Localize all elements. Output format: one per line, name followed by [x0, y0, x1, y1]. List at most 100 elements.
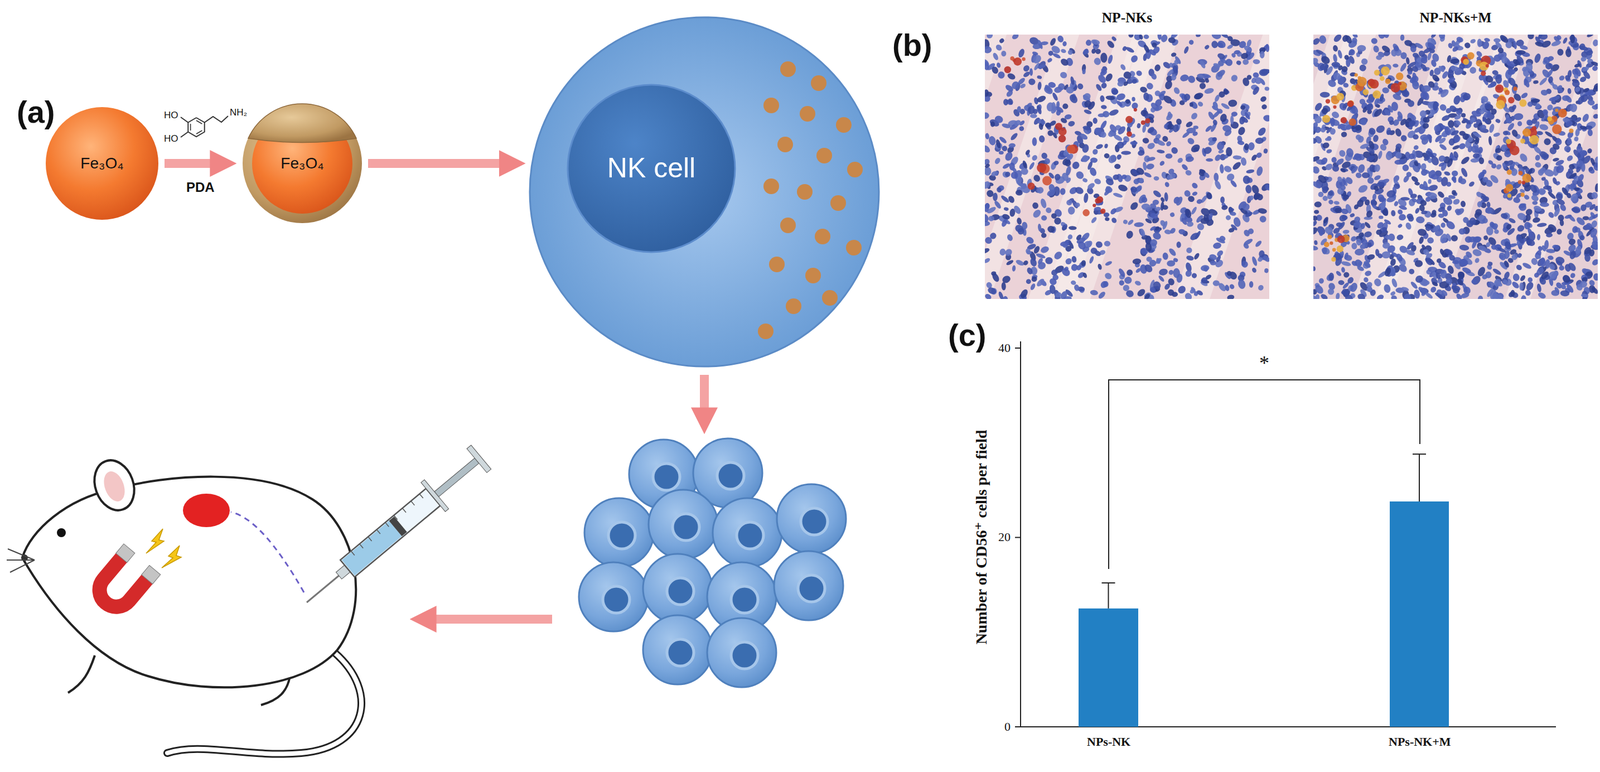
- benzene-ring: [187, 117, 205, 137]
- cell-nucleus-stain: [1090, 157, 1098, 163]
- cell-nucleus-stain: [1408, 268, 1416, 276]
- cell-nucleus-stain: [1051, 131, 1058, 139]
- cell-nucleus-stain: [1120, 150, 1131, 155]
- cell-nucleus-stain: [1189, 142, 1202, 154]
- cell-nucleus-stain: [1236, 139, 1245, 146]
- flow-arrow: [699, 374, 709, 413]
- cell-nucleus-stain: [1024, 148, 1031, 156]
- cell-nucleus-stain: [1394, 142, 1403, 151]
- cell-nucleus-stain: [1255, 137, 1265, 144]
- cell-nucleus-stain: [1134, 279, 1142, 287]
- cell-nucleus-stain: [1125, 229, 1135, 240]
- cell-nucleus: [717, 462, 744, 490]
- cell-nucleus-stain: [1191, 190, 1199, 197]
- cell-nucleus-stain: [1123, 276, 1133, 285]
- cell-nucleus-stain: [1215, 236, 1226, 245]
- cell-nucleus-stain: [1216, 140, 1226, 151]
- cell-nucleus-stain: [984, 112, 990, 119]
- cell-nucleus-stain: [1153, 175, 1159, 181]
- bar-chart: [1014, 341, 1556, 727]
- cell-nucleus-stain: [1552, 243, 1563, 253]
- cell-nucleus-stain: [1558, 265, 1565, 271]
- cell-nucleus-stain: [1452, 150, 1460, 159]
- cell-nucleus-stain: [1232, 216, 1242, 228]
- cell-nucleus-stain: [1188, 287, 1197, 295]
- cell-nucleus-stain: [1539, 34, 1549, 40]
- cell-nucleus-stain: [1139, 195, 1149, 205]
- cell-nucleus-stain: [1131, 97, 1136, 102]
- cell-nucleus-stain: [1457, 271, 1467, 281]
- cell-nucleus-stain: [1513, 112, 1524, 121]
- cell-nucleus-stain: [1207, 212, 1214, 221]
- internalized-nanoparticle: [805, 267, 821, 284]
- cell-nucleus-stain: [1410, 175, 1420, 184]
- significance-bracket: [1108, 379, 1420, 569]
- cell-nucleus-stain: [1075, 263, 1083, 272]
- cell-nucleus-stain: [1149, 225, 1157, 232]
- cell-nucleus-stain: [1175, 195, 1184, 207]
- cd56-stain: [1133, 108, 1138, 112]
- magnet-pole: [115, 543, 135, 563]
- cell-nucleus-stain: [1405, 171, 1413, 178]
- cell-nucleus-stain: [1167, 111, 1172, 119]
- cell-nucleus-stain: [1065, 165, 1072, 177]
- cell-nucleus-stain: [1250, 153, 1258, 162]
- cell-nucleus-stain: [1168, 226, 1177, 235]
- cell-nucleus-stain: [1116, 124, 1128, 136]
- cell-nucleus-stain: [1032, 108, 1039, 115]
- cell-nucleus-stain: [1005, 259, 1014, 267]
- cell-nucleus-stain: [1132, 177, 1140, 186]
- cell-nucleus-stain: [1407, 70, 1413, 75]
- tissue-streak: [1173, 34, 1270, 299]
- cell-nucleus-stain: [1117, 267, 1127, 279]
- cell-nucleus-stain: [990, 121, 995, 128]
- cell-nucleus-stain: [1357, 260, 1364, 267]
- cell-nucleus-stain: [1200, 276, 1209, 285]
- cell-nucleus-stain: [1011, 34, 1020, 41]
- cell-nucleus-stain: [984, 57, 991, 68]
- double-bond: [196, 120, 202, 124]
- cell-nucleus-stain: [1231, 160, 1242, 172]
- iron-oxide-core: [45, 107, 159, 220]
- magnet: [86, 543, 161, 618]
- cell-nucleus-stain: [1192, 252, 1201, 261]
- cd56-stain: [1092, 203, 1096, 207]
- cell-nucleus-stain: [1100, 104, 1108, 110]
- cell-nucleus-stain: [1041, 215, 1048, 221]
- cell-nucleus-stain: [1377, 150, 1384, 160]
- cell-nucleus-stain: [1225, 269, 1233, 277]
- cell-nucleus-stain: [1318, 277, 1325, 284]
- cell-nucleus-stain: [1082, 124, 1092, 131]
- cell-nucleus-stain: [1259, 95, 1268, 104]
- cell-nucleus-stain: [1184, 268, 1193, 278]
- cell-nucleus-stain: [1373, 277, 1383, 288]
- mouse-eye: [56, 528, 66, 538]
- cell-nucleus-stain: [1198, 81, 1207, 90]
- cell-nucleus-stain: [1157, 274, 1166, 283]
- cell-nucleus-stain: [1463, 41, 1472, 50]
- cell-nucleus-stain: [1210, 40, 1219, 49]
- cell-nucleus-stain: [1432, 100, 1439, 111]
- cell-nucleus-stain: [1451, 175, 1458, 183]
- cell-nucleus-stain: [1001, 213, 1011, 221]
- cell-nucleus-stain: [1210, 34, 1222, 41]
- cell-nucleus-stain: [1358, 63, 1367, 72]
- cell-nucleus-stain: [1394, 127, 1403, 138]
- cell-nucleus-stain: [1431, 280, 1439, 287]
- cell-nucleus-stain: [1019, 82, 1027, 89]
- cell-nucleus-stain: [984, 89, 990, 98]
- cell-nucleus-stain: [1257, 207, 1268, 215]
- syringe-liquid: [341, 520, 403, 576]
- cell-nucleus-stain: [1538, 123, 1549, 132]
- cell-nucleus-stain: [1067, 119, 1076, 128]
- cell-nucleus-stain: [1161, 204, 1169, 211]
- cell-nucleus-stain: [1090, 47, 1097, 55]
- cell-nucleus-stain: [1110, 88, 1120, 96]
- cell-nucleus-stain: [984, 166, 992, 176]
- cell-nucleus-stain: [1065, 199, 1073, 207]
- mouse-whisker: [10, 559, 35, 573]
- node-text: NP-NKs: [984, 4, 1270, 32]
- cell-nucleus-stain: [1109, 206, 1118, 216]
- expanded-nk-cell: [774, 550, 844, 621]
